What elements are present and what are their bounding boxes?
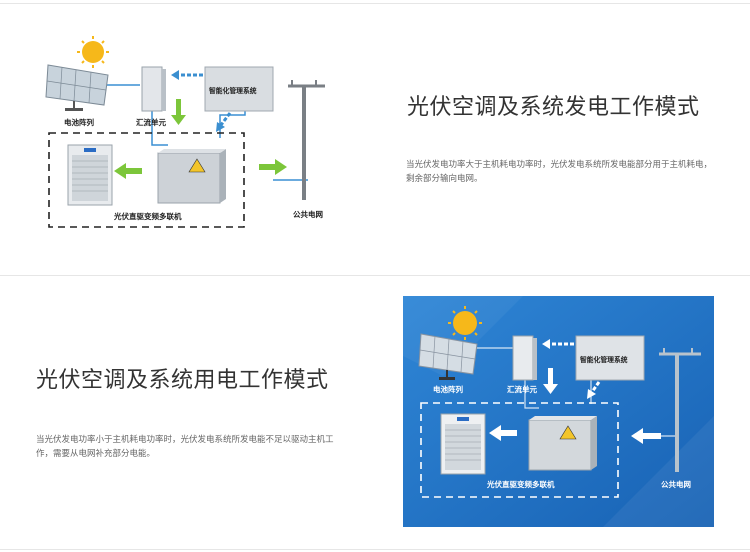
sun-icon	[448, 306, 482, 340]
bottom-divider	[0, 549, 750, 550]
power-arrow-icon	[543, 368, 558, 394]
system-boundary	[420, 402, 619, 498]
power-arrow-icon	[631, 428, 661, 444]
solar-array-label: 电池阵列	[433, 384, 463, 394]
power-arrow-icon	[489, 425, 517, 441]
system-boundary	[48, 132, 245, 228]
outdoor-unit-icon	[67, 144, 113, 206]
inverter-cabinet-icon	[157, 149, 226, 204]
management-label: 智能化管理系统	[209, 86, 257, 95]
top-divider	[0, 3, 750, 4]
consumption-mode-diagram: 电池阵列 汇流单元 智能化管理系统 光伏直驱变频多联机	[403, 296, 714, 527]
outdoor-unit-icon	[440, 413, 486, 475]
combiner-label: 汇流单元	[136, 117, 166, 127]
control-arrow-icon	[542, 339, 601, 399]
combiner-cabinet-icon	[141, 66, 166, 112]
sun-icon	[77, 36, 109, 68]
combiner-cabinet-icon	[512, 335, 537, 381]
solar-panel-icon	[45, 64, 109, 111]
solar-array-label: 电池阵列	[64, 117, 94, 127]
generation-mode-title: 光伏空调及系统发电工作模式	[407, 95, 700, 120]
management-system-box	[575, 335, 645, 381]
management-system-box	[204, 66, 274, 112]
utility-pole-icon	[659, 348, 701, 472]
generation-mode-description: 当光伏发电功率大于主机耗电功率时，光伏发电系统所发电能部分用于主机耗电，剩余部分…	[406, 160, 713, 184]
section-divider	[0, 275, 750, 276]
combiner-label: 汇流单元	[507, 384, 537, 394]
control-arrow-icon	[171, 70, 232, 132]
power-arrow-icon	[171, 99, 186, 125]
vrf-unit-label: 光伏直驱变频多联机	[486, 479, 555, 489]
consumption-mode-description: 当光伏发电功率小于主机耗电功率时，光伏发电系统所发电能不足以驱动主机工作，需要从…	[36, 435, 334, 459]
generation-mode-diagram: 电池阵列 汇流单元 智能化管理系统 光伏直驱变频多	[45, 36, 325, 228]
power-arrow-icon	[259, 159, 287, 175]
solar-panel-icon	[418, 333, 478, 380]
power-arrow-icon	[114, 163, 142, 179]
consumption-mode-title: 光伏空调及系统用电工作模式	[36, 368, 329, 393]
utility-pole-icon	[288, 80, 325, 200]
grid-label: 公共电网	[293, 209, 323, 219]
inverter-cabinet-icon	[528, 416, 597, 471]
grid-label: 公共电网	[661, 479, 691, 489]
vrf-unit-label: 光伏直驱变频多联机	[113, 211, 182, 221]
management-label: 智能化管理系统	[580, 355, 628, 364]
